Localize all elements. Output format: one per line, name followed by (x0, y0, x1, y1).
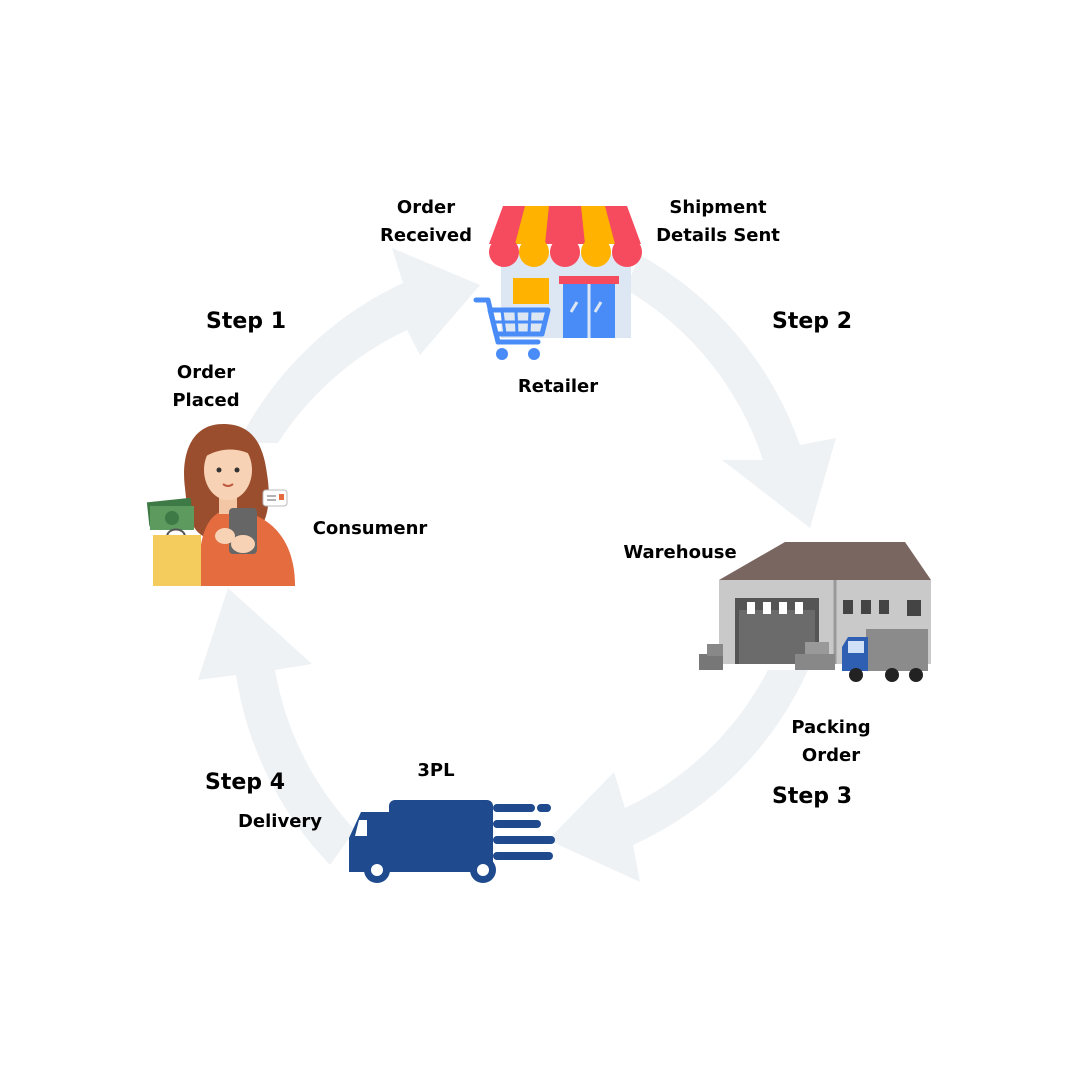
warehouse-label: Warehouse (623, 542, 737, 563)
packing-order-label: Packing Order (791, 717, 871, 766)
retailer-label: Retailer (517, 376, 599, 397)
van-icon (842, 629, 928, 682)
cash-icon (146, 498, 194, 530)
shopper-woman-icon (184, 424, 295, 586)
order-received-label: Order Received (380, 197, 472, 246)
cycle-arrow-step1 (238, 248, 480, 443)
delivery-label: Delivery (237, 811, 323, 832)
delivery-truck-icon (349, 800, 555, 883)
store-icon (489, 206, 642, 338)
consumer-label: Consumenr (312, 518, 428, 539)
order-placed-label: Order Placed (172, 362, 240, 411)
shopping-cart-icon (473, 297, 551, 360)
cycle-arrow-step3 (548, 670, 808, 882)
3pl-label: 3PL (417, 760, 455, 781)
step2-label: Step 2 (772, 309, 852, 334)
step1-label: Step 1 (206, 309, 286, 334)
shopping-bag-icon (153, 528, 201, 586)
shipment-details-sent-label: Shipment Details Sent (656, 197, 780, 246)
cycle-arrow-step4 (198, 588, 355, 865)
step4-label: Step 4 (205, 770, 285, 795)
cycle-arrow-step2 (625, 255, 836, 528)
step3-label: Step 3 (772, 784, 852, 809)
